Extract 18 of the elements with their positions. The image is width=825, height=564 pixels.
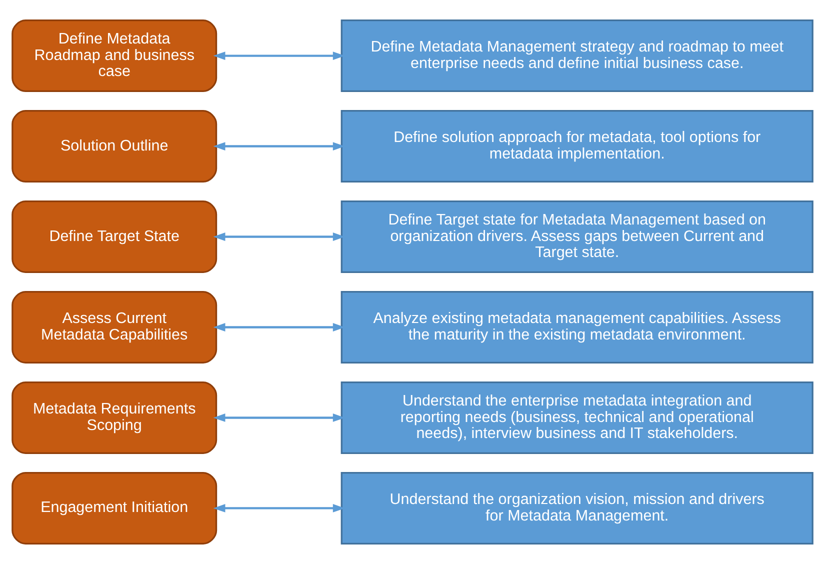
- node-box: Solution Outline: [12, 110, 218, 183]
- node-box: Define Target state for Metadata Management based on organization drivers. Assess gaps between Current and Target state.: [340, 200, 814, 273]
- arrow: [213, 504, 345, 512]
- arrow: [213, 142, 345, 150]
- arrow: [213, 232, 345, 241]
- arrow: [213, 52, 345, 60]
- node-box: Analyze existing metadata management capabilities. Assess the maturity in the existing metadata environment.: [340, 291, 814, 364]
- node-box: Define solution approach for metadata, tool options for metadata implementation.: [340, 110, 814, 183]
- node-box: Understand the organization vision, mission and drivers for Metadata Management.: [340, 472, 814, 544]
- arrow: [213, 323, 345, 332]
- node-box: Define Metadata Management strategy and roadmap to meet enterprise needs and define initial business case.: [340, 20, 814, 92]
- node-box: Understand the enterprise metadata integration and reporting needs (business, technical and operational needs), interview business and IT stakeholders.: [340, 381, 814, 454]
- arrow: [213, 414, 345, 422]
- node-box: Engagement Initiation: [12, 472, 218, 544]
- node-box: Define Metadata Roadmap and business case: [12, 20, 218, 92]
- node-box: Define Target State: [12, 200, 218, 273]
- node-box: Assess Current Metadata Capabilities: [12, 291, 218, 364]
- node-box: Metadata Requirements Scoping: [12, 381, 218, 454]
